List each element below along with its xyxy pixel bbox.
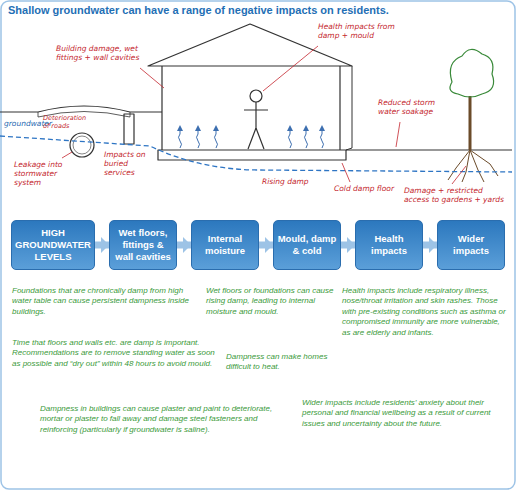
callout-label: Health impacts from damp + mould: [318, 22, 396, 40]
process-box: Wet floors, fittings & wall cavities: [109, 220, 177, 270]
tree-roots: [448, 150, 498, 182]
house-drawing: [0, 24, 512, 182]
box-label: Wet floors, fittings & wall cavities: [113, 227, 173, 263]
person-body: [244, 102, 268, 149]
tree-trunk: [469, 96, 472, 150]
note-text: Dampness can make homes difficult to hea…: [226, 352, 338, 373]
note-text: Wet floors or foundations can cause risi…: [206, 286, 338, 317]
callout-label: Reduced storm water soakage: [378, 98, 444, 116]
callout-label: Cold damp floor: [334, 184, 402, 193]
rising-damp-arrow: [305, 128, 308, 148]
callout-label: Leakage into stormwater system: [14, 160, 84, 187]
tree-crown: [450, 49, 494, 97]
diagram-title: Shallow groundwater can have a range of …: [8, 4, 389, 16]
note-text: Time that floors and walls etc. are damp…: [12, 338, 216, 369]
rising-damp-arrow: [321, 128, 324, 148]
road-ground: [0, 106, 162, 112]
rising-damp-arrow: [289, 128, 292, 148]
callout-label: Building damage, wet fittings + wall cav…: [56, 44, 142, 62]
leader-line: [396, 122, 400, 147]
rising-damp-arrow: [197, 128, 200, 148]
rising-damp-arrow: [179, 128, 182, 148]
walls: [162, 66, 340, 150]
leader-line: [452, 166, 466, 184]
flow-arrow: [177, 242, 191, 249]
leader-line: [342, 163, 350, 182]
note-text: Health impacts include respiratory illne…: [342, 286, 510, 338]
process-box: HIGH GROUNDWATER LEVELS: [11, 220, 95, 270]
process-box: Internal moisture: [191, 220, 259, 270]
callout-label: Damage + restricted access to gardens + …: [404, 186, 508, 204]
downpipe: [346, 66, 352, 150]
process-box: Mould, damp & cold: [273, 220, 341, 270]
groundwater-line: [0, 136, 512, 172]
yard-ground: [346, 149, 512, 150]
box-label: Internal moisture: [195, 233, 255, 257]
leader-line: [263, 46, 318, 91]
process-box: Health impacts: [355, 220, 423, 270]
box-label: HIGH GROUNDWATER LEVELS: [15, 227, 91, 263]
note-text: Wider impacts include residents’ anxiety…: [302, 398, 508, 429]
rising-damp-arrow: [215, 128, 218, 148]
buried-service: [124, 114, 134, 144]
floor-slab: [158, 150, 346, 160]
note-text: Dampness in buildings can cause plaster …: [40, 404, 294, 435]
note-text: Foundations that are chronically damp fr…: [12, 286, 202, 317]
leader-lines: [62, 46, 466, 184]
flow-arrow: [259, 242, 273, 249]
stormwater-pipe: [70, 133, 94, 157]
callout-label: Rising damp: [262, 177, 322, 186]
box-label: Health impacts: [359, 233, 419, 257]
leader-line: [62, 152, 72, 158]
box-label: Wider impacts: [441, 233, 501, 257]
flow-arrow: [423, 242, 437, 249]
pipe-inner: [73, 136, 91, 154]
callout-label: Deterioration of roads: [43, 115, 87, 131]
process-box: Wider impacts: [437, 220, 505, 270]
flow-arrow: [95, 242, 109, 249]
flow-arrow: [341, 242, 355, 249]
callout-label: Impacts on buried services: [104, 150, 156, 177]
rising-damp-marks: [179, 128, 324, 148]
leader-line: [140, 68, 164, 88]
box-label: Mould, damp & cold: [277, 233, 337, 257]
person-head: [250, 90, 262, 102]
